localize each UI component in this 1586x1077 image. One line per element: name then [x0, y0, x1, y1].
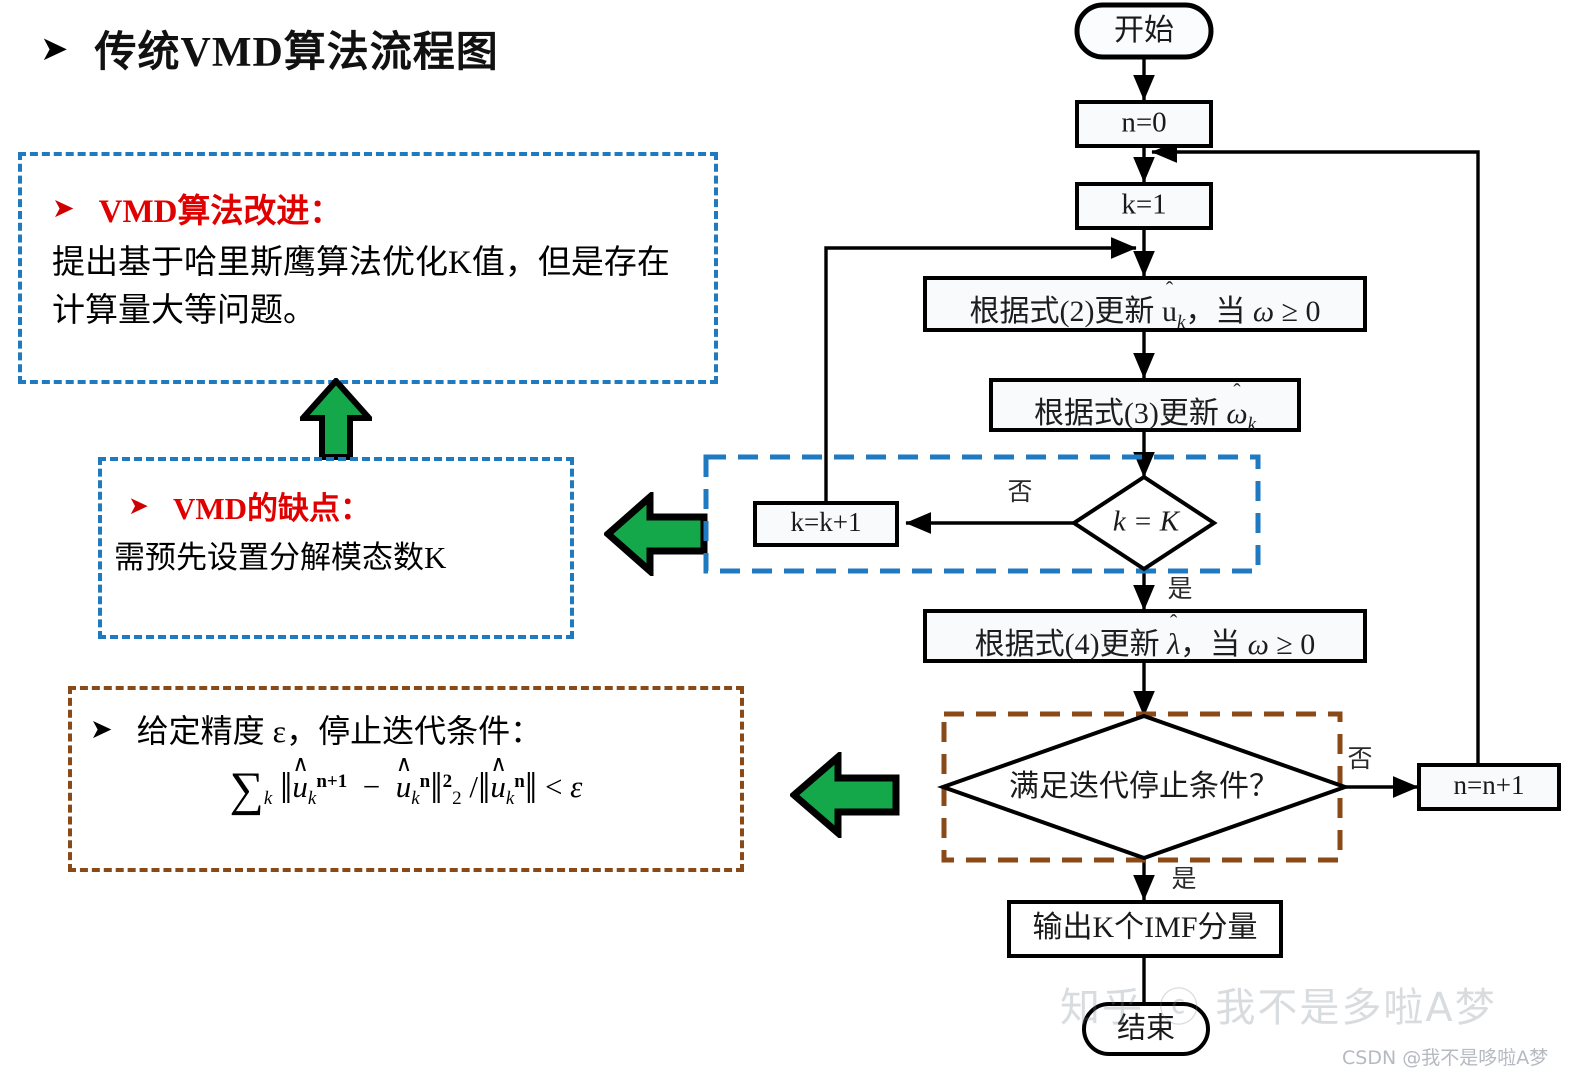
edge-kplus-loopback [824, 237, 1137, 503]
flow-node-k-equals-K[interactable]: k = K [1070, 474, 1218, 572]
green-arrow-left-stop-icon [790, 752, 900, 838]
flow-node-update-lambda-label: 根据式(4)更新 ̂λ，当 ω ≥ 0 [974, 628, 1316, 661]
callout-vmd-drawback: ➤ VMD的缺点： 需预先设置分解模态数K [98, 457, 574, 639]
callout-improvement-heading: ➤ VMD算法改进： [52, 184, 714, 232]
flow-node-k-plus-1-label: k=k+1 [791, 507, 862, 537]
flow-node-k1[interactable]: k=1 [1075, 182, 1213, 230]
page-title-text: 传统VMD算法流程图 [94, 30, 499, 76]
watermark-csdn: CSDN @我不是哆啦A梦 [1342, 1047, 1549, 1069]
flow-node-stop-condition[interactable]: 满足迭代停止条件？ [936, 713, 1352, 861]
callout-improvement-heading-text: VMD算法改进： [98, 194, 343, 230]
bullet-arrow-icon: ➤ [128, 491, 149, 520]
bullet-arrow-icon: ➤ [40, 28, 69, 69]
edge-nplus-loopback [1151, 141, 1480, 765]
callout-drawback-body: 需预先设置分解模态数K [114, 540, 447, 575]
bullet-arrow-icon: ➤ [90, 713, 113, 745]
flow-node-output-label: 输出K个IMF分量 [1032, 911, 1257, 944]
callout-drawback-heading: ➤ VMD的缺点： [128, 483, 570, 528]
edge-label-stopcond-yes: 是 [1171, 866, 1196, 893]
stopping-criterion-formula: ∑k ‖∧ukn+1 − ∧ukn‖22 /‖∧ukn‖ < ε [229, 750, 583, 816]
flow-node-k1-label: k=1 [1121, 189, 1166, 221]
bullet-arrow-icon: ➤ [52, 192, 75, 224]
flow-node-output[interactable]: 输出K个IMF分量 [1007, 900, 1283, 958]
callout-stop-heading: ➤ 给定精度 ε，停止迭代条件： [90, 706, 740, 752]
flow-node-update-u-label: 根据式(2)更新 ̂uk，当 ω ≥ 0 [969, 295, 1321, 333]
flow-node-k-equals-K-label: k = K [1113, 506, 1181, 538]
flow-node-n0-label: n=0 [1121, 107, 1166, 139]
flow-node-update-w[interactable] [989, 378, 1301, 432]
flow-node-end-label: 结束 [1117, 1012, 1175, 1045]
callout-vmd-improvement: ➤ VMD算法改进： 提出基于哈里斯鹰算法优化K值，但是存在计算量大等问题。 [18, 152, 718, 384]
flow-node-start-label: 开始 [1114, 14, 1174, 47]
edge-label-kEqK-yes: 是 [1167, 576, 1192, 603]
flow-node-end[interactable]: 结束 [1082, 1002, 1210, 1056]
k-loop-highlight-box [703, 454, 1261, 574]
flow-node-update-lambda[interactable] [923, 609, 1367, 663]
flow-node-update-u[interactable] [923, 276, 1367, 332]
flow-node-update-w-label: 根据式(3)更新 ̂ωk [1033, 397, 1257, 435]
flow-node-n0[interactable]: n=0 [1075, 100, 1213, 148]
edge-label-stopcond-no: 否 [1347, 746, 1372, 773]
watermark-zhihu: 知乎 ⓒ 我不是多啦A梦 [1060, 985, 1497, 1031]
callout-stop-heading-text: 给定精度 ε，停止迭代条件： [136, 713, 543, 749]
flow-node-stop-condition-label: 满足迭代停止条件？ [1009, 770, 1279, 803]
edge-label-kEqK-no: 否 [1007, 479, 1032, 506]
flow-node-k-plus-1[interactable]: k=k+1 [753, 501, 899, 547]
flow-node-start[interactable]: 开始 [1074, 2, 1214, 60]
page-title: ➤ 传统VMD算法流程图 [40, 18, 499, 79]
flow-node-n-plus-1[interactable]: n=n+1 [1417, 763, 1561, 811]
callout-improvement-body: 提出基于哈里斯鹰算法优化K值，但是存在计算量大等问题。 [52, 245, 670, 329]
callout-drawback-heading-text: VMD的缺点： [172, 491, 371, 526]
flow-node-n-plus-1-label: n=n+1 [1454, 770, 1525, 800]
callout-stopping-criterion: ➤ 给定精度 ε，停止迭代条件： ∑k ‖∧ukn+1 − ∧ukn‖22 /‖… [68, 686, 744, 872]
